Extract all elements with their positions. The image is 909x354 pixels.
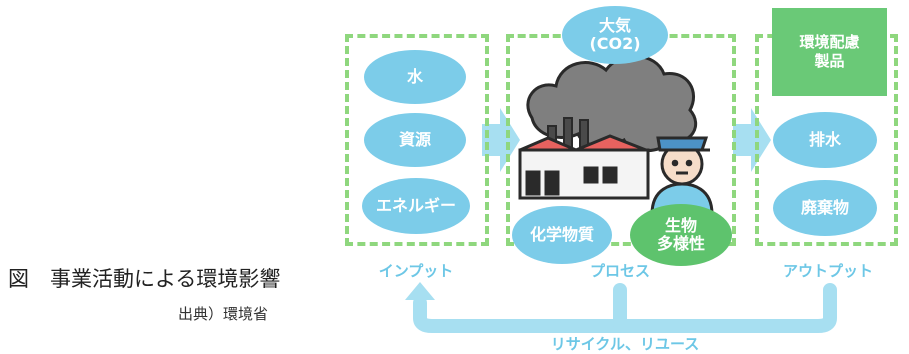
input-item-water: 水 xyxy=(364,50,466,104)
factory-icon xyxy=(518,134,650,200)
process-air-co2: 大気 (CO2) xyxy=(562,6,668,64)
process-biodiversity: 生物 多様性 xyxy=(630,204,732,266)
process-chemicals: 化学物質 xyxy=(512,206,612,264)
output-item-wastewater: 排水 xyxy=(773,112,877,168)
output-section-label: アウトプット xyxy=(782,262,873,280)
input-section-label: インプット xyxy=(378,262,454,280)
output-item-waste: 廃棄物 xyxy=(773,180,877,236)
recycle-label: リサイクル、リユース xyxy=(550,335,700,353)
figure-caption: 図 事業活動による環境影響 xyxy=(8,267,281,291)
recycle-loop xyxy=(413,283,837,333)
input-section-box xyxy=(345,34,489,246)
arrow-process-to-output xyxy=(733,108,771,172)
recycle-arrowhead xyxy=(405,282,435,300)
figure-source: 出典）環境省 xyxy=(178,305,269,323)
output-eco-product: 環境配慮 製品 xyxy=(772,8,887,96)
arrow-input-to-process xyxy=(482,108,520,172)
process-section-label: プロセス xyxy=(589,262,650,280)
input-item-resources: 資源 xyxy=(364,113,466,167)
input-item-energy: エネルギー xyxy=(362,178,470,234)
